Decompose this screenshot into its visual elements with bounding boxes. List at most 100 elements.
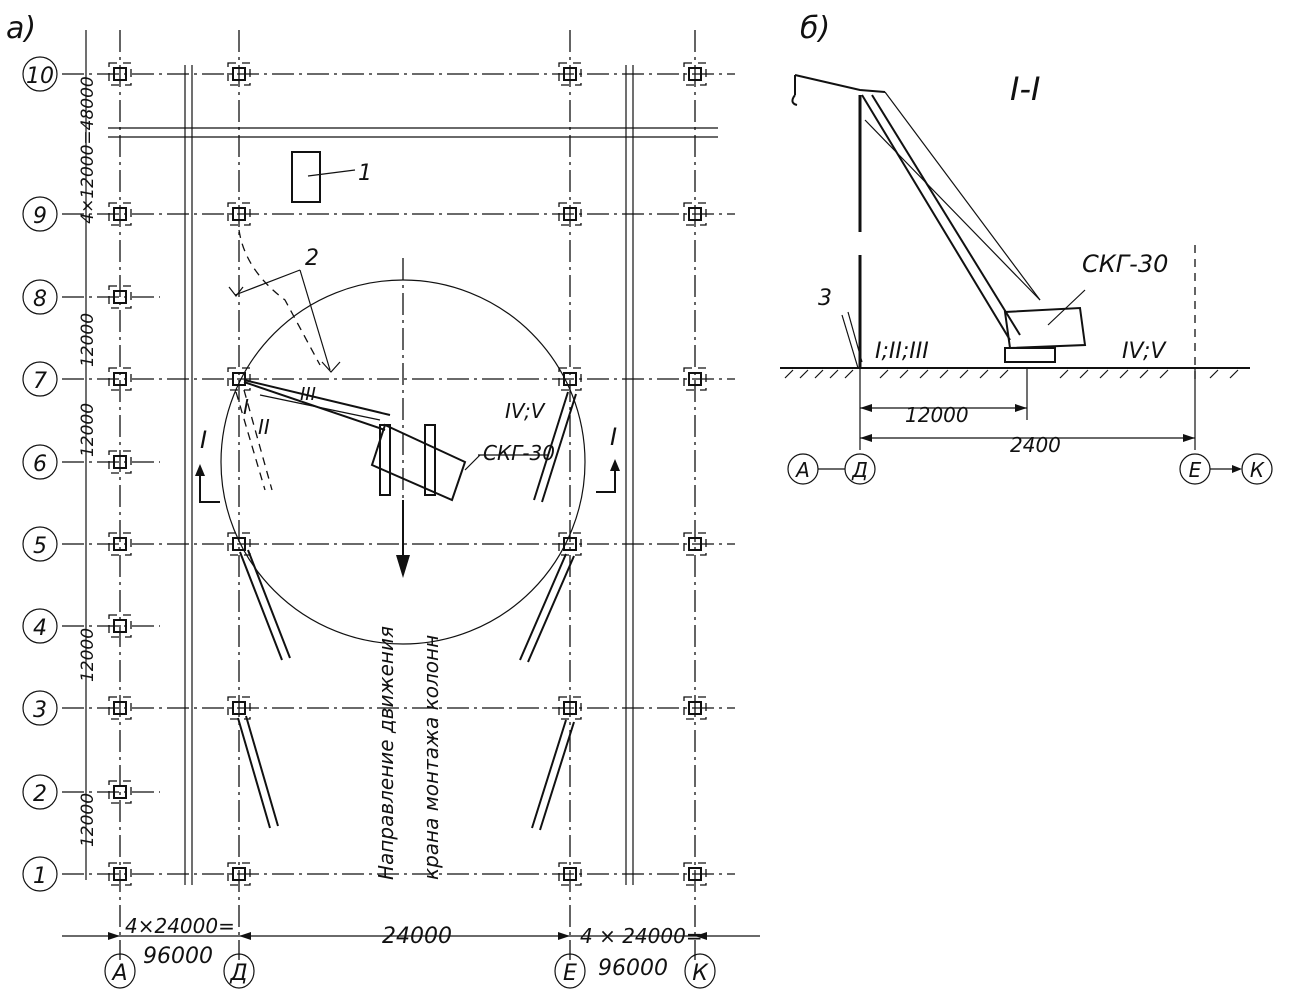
column-footing [113, 537, 127, 551]
row-axis-4: 4 [33, 616, 47, 641]
dim-span-7-5: 12000 [78, 403, 98, 457]
crane-section-view: СКГ-30 [791, 74, 1168, 363]
direction-arrow-icon [396, 555, 410, 578]
row-axis-7: 7 [33, 369, 47, 394]
footing-outline [227, 202, 251, 226]
panel-label-a: а) [6, 11, 36, 46]
pos-I-label: I [243, 395, 249, 419]
crane-label-plan: СКГ-30 [483, 441, 555, 465]
column-footing [113, 867, 127, 881]
column-footing [563, 867, 577, 881]
row-axis-lines [62, 73, 735, 875]
col-axis-E: Е [563, 961, 577, 986]
section-axis-E: Е [1189, 458, 1202, 482]
footing-outline [683, 62, 707, 86]
dim-span-8-7: 12000 [78, 313, 98, 367]
section-marker-left: I [195, 426, 220, 503]
item-2-label: 2 [305, 246, 319, 271]
pos-IVV-label: IV;V [505, 399, 546, 423]
row-axis-markers: 10 9 8 7 6 5 4 3 2 1 [22, 56, 58, 892]
section-dimensions: 12000 2400 [860, 403, 1195, 457]
direction-text-2: крана монтажа колонн [419, 635, 443, 880]
footing-outline [227, 532, 251, 556]
footing-outline [227, 862, 251, 886]
section-axis-markers: А Д Е К [787, 453, 1273, 485]
crane-plan-view: СКГ-30 [243, 379, 555, 502]
row-axis-8: 8 [33, 287, 47, 312]
row-axis-3: 3 [33, 698, 47, 723]
section-axis-K: К [1250, 458, 1265, 482]
footing-outline [558, 532, 582, 556]
footing-outline [108, 367, 132, 391]
section-pos-left: I;II;III [875, 339, 929, 364]
column-footing [232, 701, 246, 715]
column-footing [563, 537, 577, 551]
item-1-stack: 1 [291, 151, 372, 203]
column-footings [108, 62, 707, 886]
dim-right-2: 96000 [598, 956, 668, 981]
crane-runways [108, 65, 718, 885]
row-axis-6: 6 [33, 452, 47, 477]
crane-swing-circle [220, 258, 586, 645]
footing-outline [683, 696, 707, 720]
column-axis-lines [119, 30, 696, 960]
column-footing [232, 867, 246, 881]
footing-outline [108, 780, 132, 804]
column-footing [232, 537, 246, 551]
column-footing [563, 372, 577, 386]
footing-outline [683, 862, 707, 886]
row-axis-10: 10 [26, 64, 54, 89]
column-footing [563, 67, 577, 81]
col-axis-K: К [692, 961, 709, 986]
column-footing [688, 701, 702, 715]
panel-label-b: б) [800, 11, 830, 46]
bottom-dimension-chain: 4×24000= 96000 24000 4 × 24000= 96000 [62, 914, 760, 981]
section-columns [858, 95, 1196, 450]
dim-total-rows: 4×12000=48000 [78, 76, 98, 223]
section-pos-right: IV;V [1122, 339, 1167, 364]
dim-middle: 24000 [382, 924, 452, 949]
column-footing [688, 867, 702, 881]
column-footing [688, 372, 702, 386]
footing-outline [108, 862, 132, 886]
row-axis-2: 2 [33, 782, 47, 807]
section-dim-2400: 2400 [1010, 433, 1061, 457]
col-axis-A: А [110, 961, 127, 986]
dim-span-3-1: 12000 [78, 793, 98, 847]
row-axis-1: 1 [33, 864, 47, 889]
dim-span-5-3: 12000 [78, 628, 98, 682]
column-footing [688, 537, 702, 551]
column-footing [688, 207, 702, 221]
footing-outline [108, 450, 132, 474]
column-footing [232, 372, 246, 386]
footing-outline [108, 202, 132, 226]
column-footing [688, 67, 702, 81]
section-axis-A: А [794, 458, 810, 482]
row-axis-9: 9 [33, 204, 47, 229]
column-footing [563, 207, 577, 221]
svg-text:I: I [610, 423, 617, 451]
column-footing [113, 455, 127, 469]
column-axis-markers: А Д Е К [104, 953, 716, 989]
left-dimension-chain: 4×12000=48000 12000 12000 12000 12000 [78, 30, 98, 880]
pos-III-label: III [300, 384, 316, 405]
ground-line [780, 367, 1250, 379]
item-3-label: 3 [818, 286, 832, 311]
laid-out-columns [235, 389, 577, 831]
item-2-marker: 2 [228, 229, 341, 373]
section-marker-right: I [596, 423, 620, 493]
footing-outline [108, 285, 132, 309]
crane-label-section: СКГ-30 [1082, 250, 1168, 278]
item-1-label: 1 [358, 161, 372, 186]
column-footing [563, 701, 577, 715]
footing-outline [558, 202, 582, 226]
footing-outline [227, 62, 251, 86]
row-axis-5: 5 [33, 534, 47, 559]
svg-text:I: I [200, 426, 207, 454]
footing-outline [558, 367, 582, 391]
dim-right-1: 4 × 24000= [580, 924, 703, 948]
dim-left-1: 4×24000= [125, 914, 235, 938]
direction-text-1: Направление движения [374, 626, 398, 880]
footing-outline [683, 367, 707, 391]
